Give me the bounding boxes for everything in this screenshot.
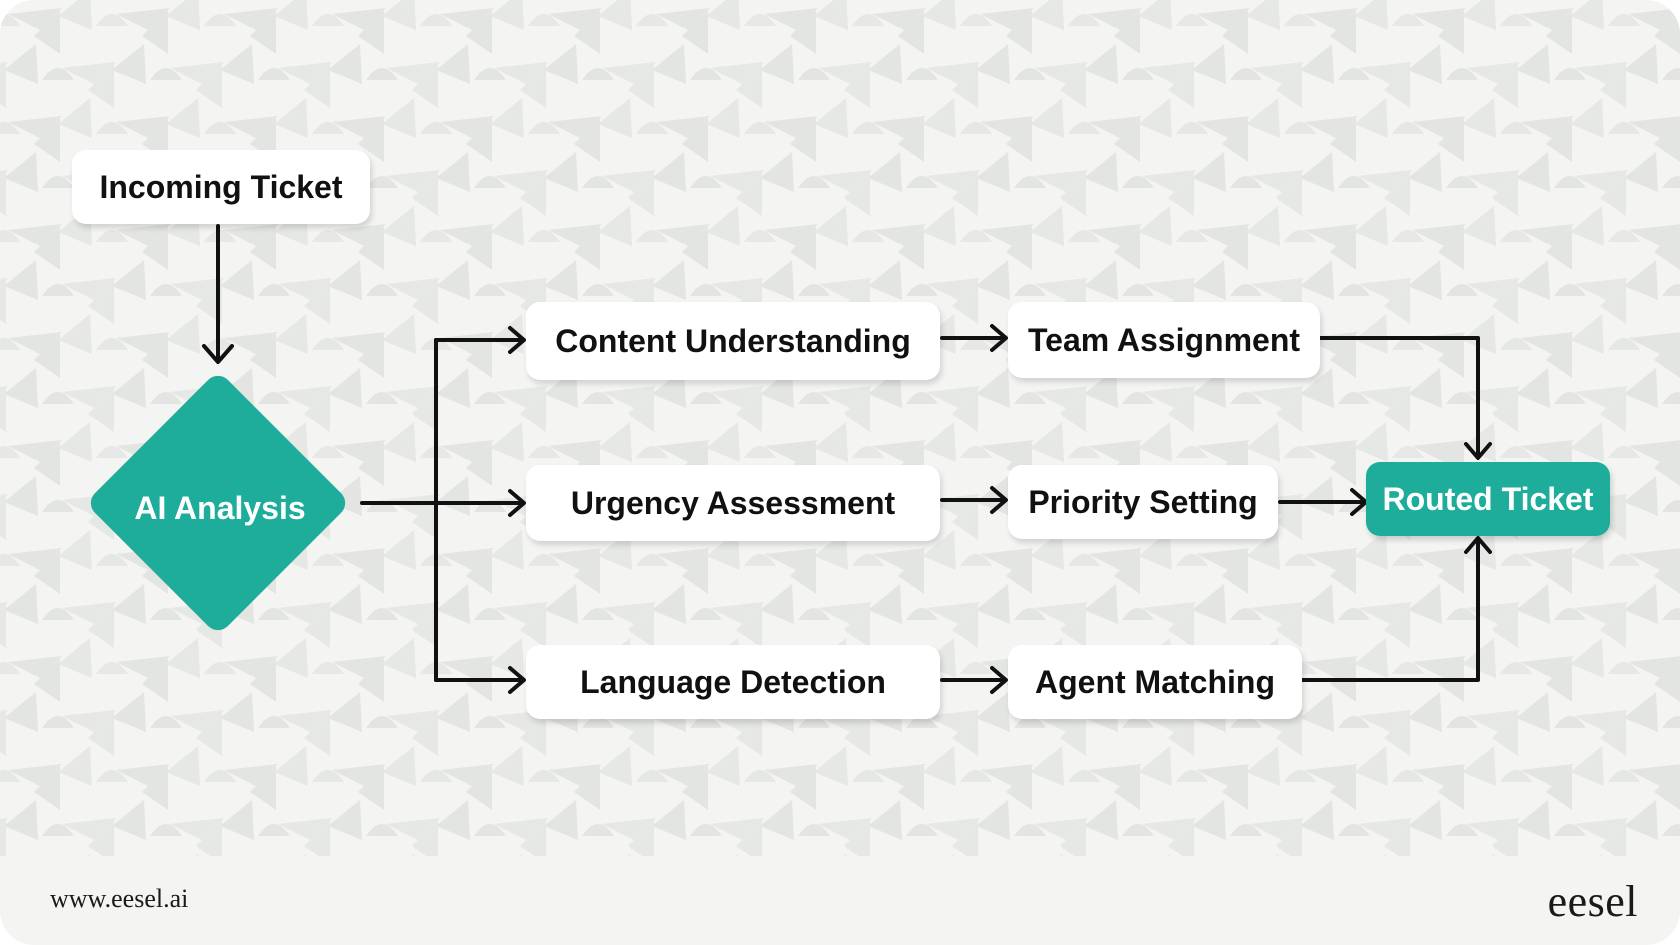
- arrow-team-to-routed: [1318, 336, 1480, 458]
- arrow-agent-to-routed: [1300, 538, 1480, 682]
- routed-ticket-node: Routed Ticket: [1366, 462, 1610, 536]
- ai-analysis-label: AI Analysis: [134, 489, 306, 526]
- incoming-ticket-node: Incoming Ticket: [72, 150, 370, 224]
- footer-url: www.eesel.ai: [50, 884, 189, 913]
- urgency-assessment-node: Urgency Assessment: [526, 465, 940, 541]
- language-detection-node: Language Detection: [526, 645, 940, 719]
- content-understanding-node: Content Understanding: [526, 302, 940, 380]
- priority-setting-node: Priority Setting: [1008, 465, 1278, 539]
- ai-analysis-diamond: [90, 375, 346, 631]
- agent-matching-node: Agent Matching: [1008, 645, 1302, 719]
- footer-brand-logo: eesel: [1547, 877, 1638, 926]
- team-assignment-node: Team Assignment: [1008, 302, 1320, 378]
- background-pattern: [0, 0, 1680, 856]
